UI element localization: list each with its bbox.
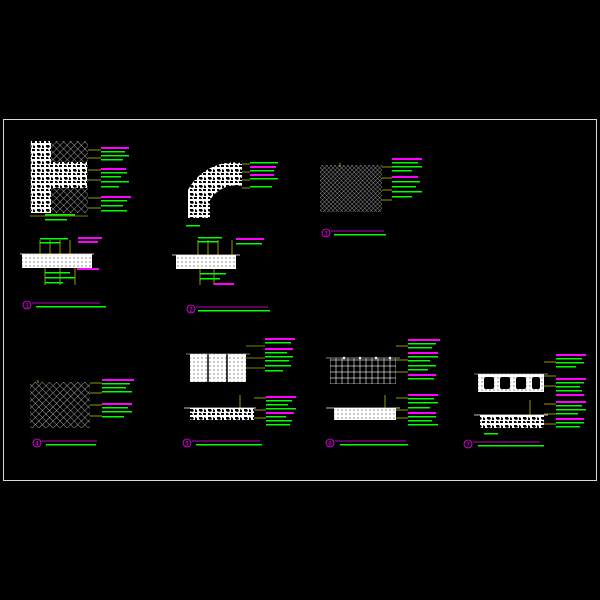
detail-3-callout-number: 3 [324,231,328,238]
detail-4-callout-number: 4 [35,441,39,448]
detail-1: 1 [20,141,131,310]
detail-1-callout [22,300,32,310]
detail-6-plan [330,358,396,384]
detail-5-callout [182,438,192,448]
detail-7-plan [478,374,544,392]
detail-5-plan [190,354,246,382]
detail-5: 5 [182,338,296,448]
detail-1-section [22,254,92,268]
detail-5-callout-number: 5 [185,441,189,448]
detail-5-section [190,408,254,420]
detail-7: 7 [463,354,586,449]
detail-2-callout [186,304,196,314]
detail-6-callout [325,438,335,448]
detail-4: 4 [30,379,134,448]
detail-6-callout-number: 6 [328,441,332,448]
detail-4-plan [30,382,90,428]
detail-4-callout [32,438,42,448]
detail-6: 6 [325,339,440,448]
detail-2-callout-number: 2 [189,307,193,314]
detail-1-callout-number: 1 [25,303,29,310]
detail-3: 3 [320,158,422,238]
detail-2-section [176,255,236,269]
detail-3-callout [321,228,331,238]
detail-2: 2 [172,162,278,314]
detail-7-callout [463,439,473,449]
drawing-frame [3,119,597,481]
detail-7-callout-number: 7 [466,442,470,449]
detail-6-section [334,408,396,420]
detail-3-plan [320,165,382,212]
detail-7-section [480,415,544,428]
